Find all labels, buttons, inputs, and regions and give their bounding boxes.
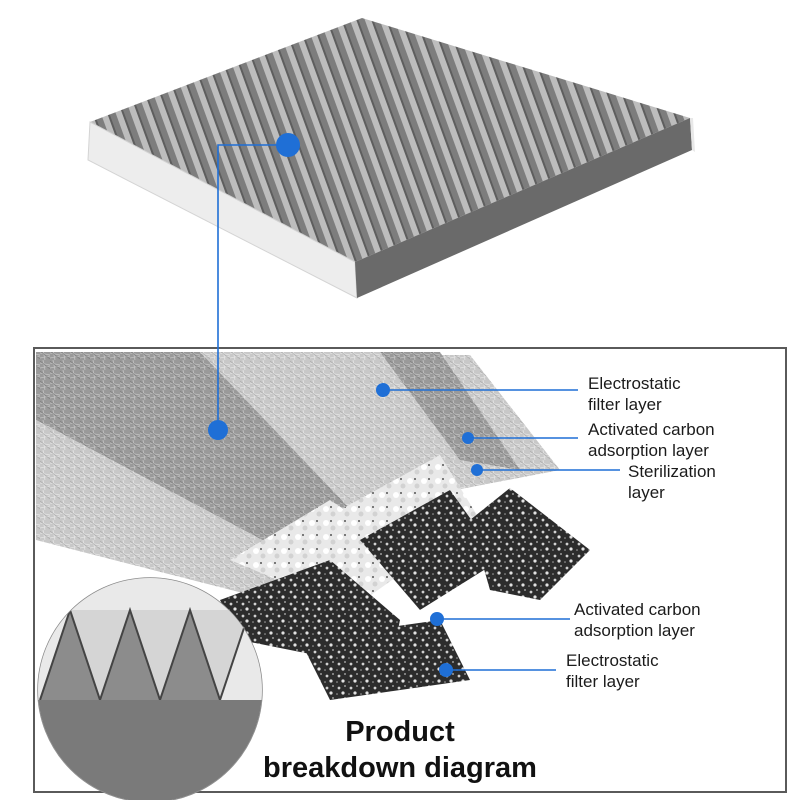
label-line: Activated carbon <box>588 420 715 439</box>
label-line: Sterilization <box>628 462 716 481</box>
marker-electrostatic-bottom <box>439 663 453 677</box>
label-carbon-top: Activated carbon adsorption layer <box>588 419 715 461</box>
label-electrostatic-bottom: Electrostatic filter layer <box>566 650 659 692</box>
callout-lines <box>217 144 620 671</box>
label-line: Electrostatic <box>566 651 659 670</box>
filter-top-face <box>90 18 690 262</box>
pleat-closeup <box>36 352 590 700</box>
label-line: adsorption layer <box>574 621 695 640</box>
marker-carbon-top <box>462 432 474 444</box>
diagram-title-line2: breakdown diagram <box>263 752 537 784</box>
label-line: filter layer <box>588 395 662 414</box>
cabin-filter-product <box>87 18 695 299</box>
label-electrostatic-top: Electrostatic filter layer <box>588 373 681 415</box>
connector-line-product <box>217 144 288 430</box>
filter-right-edge <box>355 118 692 298</box>
marker-carbon-bottom <box>430 612 444 626</box>
label-line: layer <box>628 483 665 502</box>
callout-markers <box>208 133 483 677</box>
pleat-inset-content <box>38 578 262 800</box>
label-line: Activated carbon <box>574 600 701 619</box>
label-line: adsorption layer <box>588 441 709 460</box>
marker-media <box>208 420 228 440</box>
label-line: filter layer <box>566 672 640 691</box>
marker-product <box>276 133 300 157</box>
diagram-title-line1: Product <box>345 716 455 748</box>
marker-electrostatic-top <box>376 383 390 397</box>
marker-sterilization <box>471 464 483 476</box>
filter-back-edge <box>690 118 695 152</box>
label-sterilization: Sterilization layer <box>628 461 716 503</box>
label-line: Electrostatic <box>588 374 681 393</box>
label-carbon-bottom: Activated carbon adsorption layer <box>574 599 701 641</box>
